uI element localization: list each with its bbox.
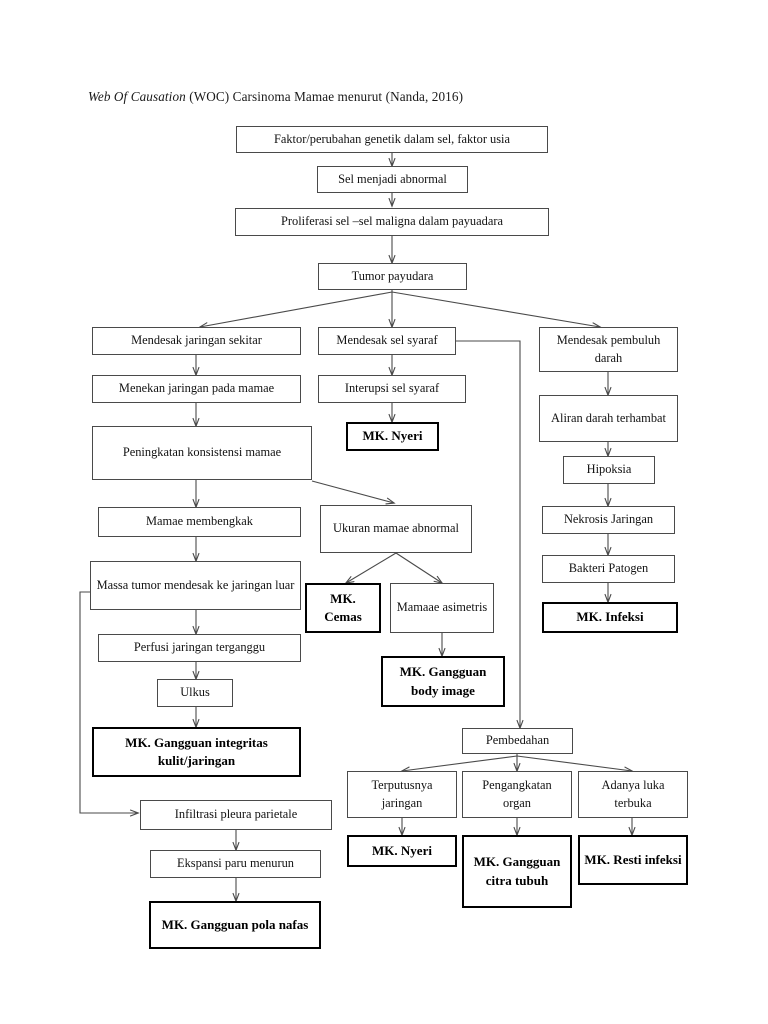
node-perfusi-jaringan-terganggu: Perfusi jaringan terganggu xyxy=(98,634,301,662)
node-infiltrasi-pleura: Infiltrasi pleura parietale xyxy=(140,800,332,830)
node-aliran-darah-terhambat: Aliran darah terhambat xyxy=(539,395,678,442)
node-adanya-luka-terbuka: Adanya luka terbuka xyxy=(578,771,688,818)
node-mk-resti-infeksi: MK. Resti infeksi xyxy=(578,835,688,885)
page-title-italic: Web Of Causation xyxy=(88,89,186,104)
node-mk-cemas: MK. Cemas xyxy=(305,583,381,633)
node-sel-abnormal: Sel menjadi abnormal xyxy=(317,166,468,193)
node-mk-gangguan-citra-tubuh: MK. Gangguan citra tubuh xyxy=(462,835,572,908)
node-tumor-payudara: Tumor payudara xyxy=(318,263,467,290)
node-proliferasi: Proliferasi sel –sel maligna dalam payua… xyxy=(235,208,549,236)
node-pengangkatan-organ: Pengangkatan organ xyxy=(462,771,572,818)
node-mk-infeksi: MK. Infeksi xyxy=(542,602,678,633)
node-menekan-jaringan-mamae: Menekan jaringan pada mamae xyxy=(92,375,301,403)
node-interupsi-sel-syaraf: Interupsi sel syaraf xyxy=(318,375,466,403)
node-mamae-membengkak: Mamae membengkak xyxy=(98,507,301,537)
node-faktor-genetik: Faktor/perubahan genetik dalam sel, fakt… xyxy=(236,126,548,153)
node-hipoksia: Hipoksia xyxy=(563,456,655,484)
node-mk-gangguan-body-image: MK. Gangguan body image xyxy=(381,656,505,707)
node-mk-gangguan-integritas: MK. Gangguan integritas kulit/jaringan xyxy=(92,727,301,777)
node-bakteri-patogen: Bakteri Patogen xyxy=(542,555,675,583)
node-mk-gangguan-pola-nafas: MK. Gangguan pola nafas xyxy=(149,901,321,949)
node-mendesak-jaringan-sekitar: Mendesak jaringan sekitar xyxy=(92,327,301,355)
page-title: Web Of Causation (WOC) Carsinoma Mamae m… xyxy=(88,89,463,105)
node-mendesak-pembuluh-darah: Mendesak pembuluh darah xyxy=(539,327,678,372)
page-title-rest: (WOC) Carsinoma Mamae menurut (Nanda, 20… xyxy=(185,89,464,104)
node-terputusnya-jaringan: Terputusnya jaringan xyxy=(347,771,457,818)
node-mk-nyeri-2: MK. Nyeri xyxy=(347,835,457,867)
node-pembedahan: Pembedahan xyxy=(462,728,573,754)
node-peningkatan-konsistensi: Peningkatan konsistensi mamae xyxy=(92,426,312,480)
node-ekspansi-paru-menurun: Ekspansi paru menurun xyxy=(150,850,321,878)
node-massa-tumor-mendesak: Massa tumor mendesak ke jaringan luar xyxy=(90,561,301,610)
node-ukuran-mamae-abnormal: Ukuran mamae abnormal xyxy=(320,505,472,553)
node-nekrosis-jaringan: Nekrosis Jaringan xyxy=(542,506,675,534)
node-mk-nyeri-1: MK. Nyeri xyxy=(346,422,439,451)
node-ulkus: Ulkus xyxy=(157,679,233,707)
node-mendesak-sel-syaraf: Mendesak sel syaraf xyxy=(318,327,456,355)
node-mamaae-asimetris: Mamaae asimetris xyxy=(390,583,494,633)
